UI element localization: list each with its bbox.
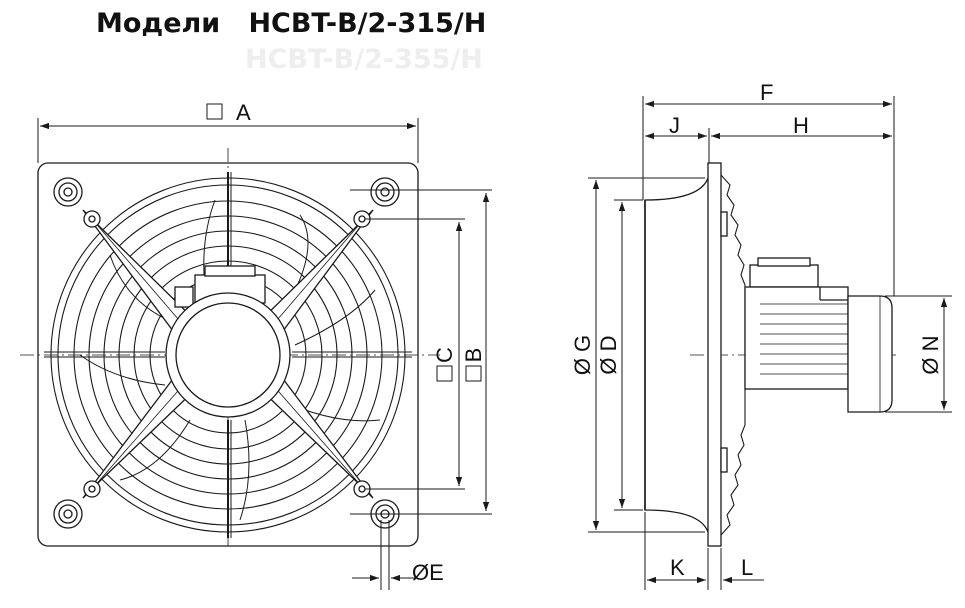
dim-b-label: B: [461, 348, 486, 363]
dim-g-label: Ø G: [570, 335, 595, 375]
side-dimensions: [588, 96, 952, 590]
dim-h-label: H: [793, 113, 809, 138]
title-block: Модели HCBT-B/2-315/H HCBT-B/2-355/H: [96, 6, 486, 78]
title-model-1: HCBT-B/2-315/H: [248, 8, 487, 39]
side-terminal-box: [749, 264, 819, 288]
dim-l-label: L: [741, 555, 753, 580]
square-symbol-b: [465, 365, 482, 382]
side-flange: [707, 162, 722, 547]
support-arms: [82, 209, 374, 499]
dim-c-label: C: [432, 347, 457, 363]
dim-k-label: K: [670, 555, 685, 580]
motor-fins: [760, 303, 848, 375]
dim-f-label: F: [760, 80, 773, 105]
motor-hub-outer: [165, 292, 291, 418]
dim-d-label: Ø D: [596, 335, 621, 374]
title-prefix: Модели: [96, 8, 221, 39]
cable-gland: [174, 286, 194, 308]
motor-end-cap: [847, 295, 893, 413]
title-model-2: HCBT-B/2-355/H: [245, 44, 483, 75]
front-dimensions: [37, 103, 492, 590]
corner-holes: [53, 177, 400, 529]
square-symbol-a: [206, 103, 223, 120]
front-view: [20, 148, 440, 548]
arm-bolts: [83, 210, 371, 498]
motor-hub-inner: [175, 302, 281, 408]
dim-e-label: ØE: [412, 560, 444, 585]
title-line-1: Модели HCBT-B/2-315/H: [96, 6, 486, 42]
side-view: [644, 162, 900, 547]
dim-a-label: A: [236, 100, 251, 125]
mounting-plate: [37, 162, 419, 547]
dim-j-label: J: [669, 113, 680, 138]
square-symbol-c: [436, 365, 453, 382]
dim-n-label: Ø N: [918, 335, 943, 374]
